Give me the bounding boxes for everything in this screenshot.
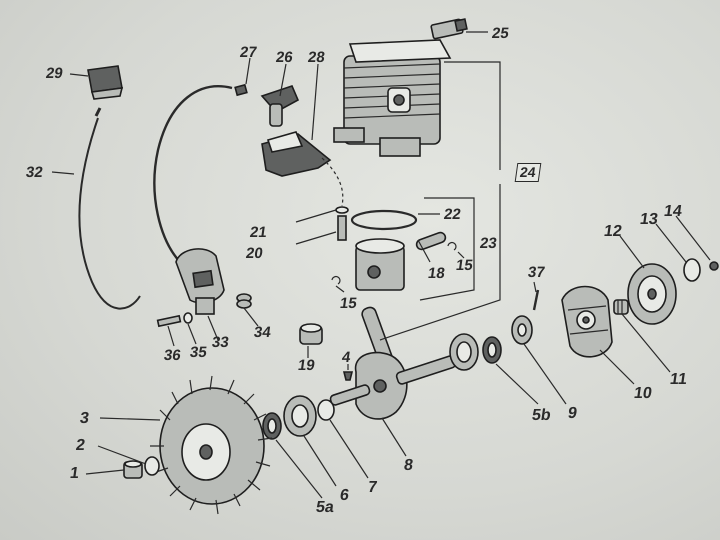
thrust-washer-part bbox=[317, 399, 335, 421]
key-part bbox=[342, 371, 354, 381]
label-12: 12 bbox=[602, 223, 623, 240]
leader-lines bbox=[51, 31, 711, 499]
label-32: 32 bbox=[24, 164, 44, 181]
label-10: 10 bbox=[632, 385, 653, 402]
spacer-washer-part bbox=[183, 312, 193, 324]
pin-part bbox=[532, 289, 540, 311]
label-34: 34 bbox=[252, 324, 272, 341]
label-20: 20 bbox=[244, 245, 264, 262]
washer-part bbox=[335, 206, 349, 214]
label-14: 14 bbox=[662, 203, 683, 220]
ignition-cable-part bbox=[153, 85, 233, 263]
label-25: 25 bbox=[490, 25, 510, 42]
label-24: 24 bbox=[514, 163, 541, 182]
label-26: 26 bbox=[274, 49, 294, 66]
oil-seal-left-part bbox=[262, 412, 282, 440]
circlip-right-part bbox=[447, 242, 457, 251]
piston-ring-part bbox=[350, 209, 418, 231]
screw-part bbox=[156, 314, 182, 328]
label-36: 36 bbox=[162, 347, 182, 364]
circlip-left-part bbox=[331, 276, 341, 285]
label-37: 37 bbox=[526, 264, 546, 281]
label-5a: 5a bbox=[314, 499, 335, 516]
switch-button-part bbox=[87, 65, 124, 100]
flywheel-washer-part bbox=[144, 456, 160, 476]
label-23: 23 bbox=[478, 235, 498, 252]
flywheel-nut-part bbox=[123, 460, 143, 479]
connector-part bbox=[234, 83, 248, 97]
label-15-right: 15 bbox=[454, 257, 474, 274]
needle-cage-part bbox=[613, 299, 629, 315]
drum-washer-part bbox=[683, 258, 701, 282]
label-11: 11 bbox=[668, 371, 689, 388]
label-21: 21 bbox=[248, 224, 268, 241]
crankshaft-part bbox=[329, 306, 457, 420]
clutch-washer-part bbox=[511, 315, 533, 345]
clutch-drum-part bbox=[627, 263, 677, 325]
oil-seal-right-part bbox=[482, 336, 502, 364]
label-22: 22 bbox=[442, 206, 462, 223]
drum-nut-part bbox=[709, 261, 719, 271]
needle-bearing-part bbox=[299, 323, 323, 345]
label-13: 13 bbox=[638, 211, 659, 228]
clutch-part bbox=[561, 285, 613, 358]
label-15-left: 15 bbox=[338, 295, 358, 312]
ignition-wire-part bbox=[78, 117, 141, 310]
label-33: 33 bbox=[210, 334, 230, 351]
bolt-part bbox=[337, 215, 347, 241]
label-19: 19 bbox=[296, 357, 316, 374]
label-35: 35 bbox=[188, 344, 208, 361]
flywheel-part bbox=[150, 375, 273, 515]
main-bearing-right-part bbox=[449, 333, 479, 371]
label-27: 27 bbox=[238, 44, 258, 61]
spring-part bbox=[236, 293, 252, 309]
label-29: 29 bbox=[44, 65, 64, 82]
cylinder-part bbox=[333, 39, 452, 157]
label-18: 18 bbox=[426, 265, 446, 282]
main-bearing-left-part bbox=[283, 395, 317, 437]
spark-plug-part bbox=[430, 18, 468, 40]
piston-part bbox=[355, 238, 405, 291]
spark-plug-cap-part bbox=[260, 85, 300, 127]
piston-pin-part bbox=[415, 231, 447, 251]
ignition-coil-part bbox=[175, 248, 225, 315]
label-5b: 5b bbox=[530, 407, 552, 424]
label-28: 28 bbox=[306, 49, 326, 66]
